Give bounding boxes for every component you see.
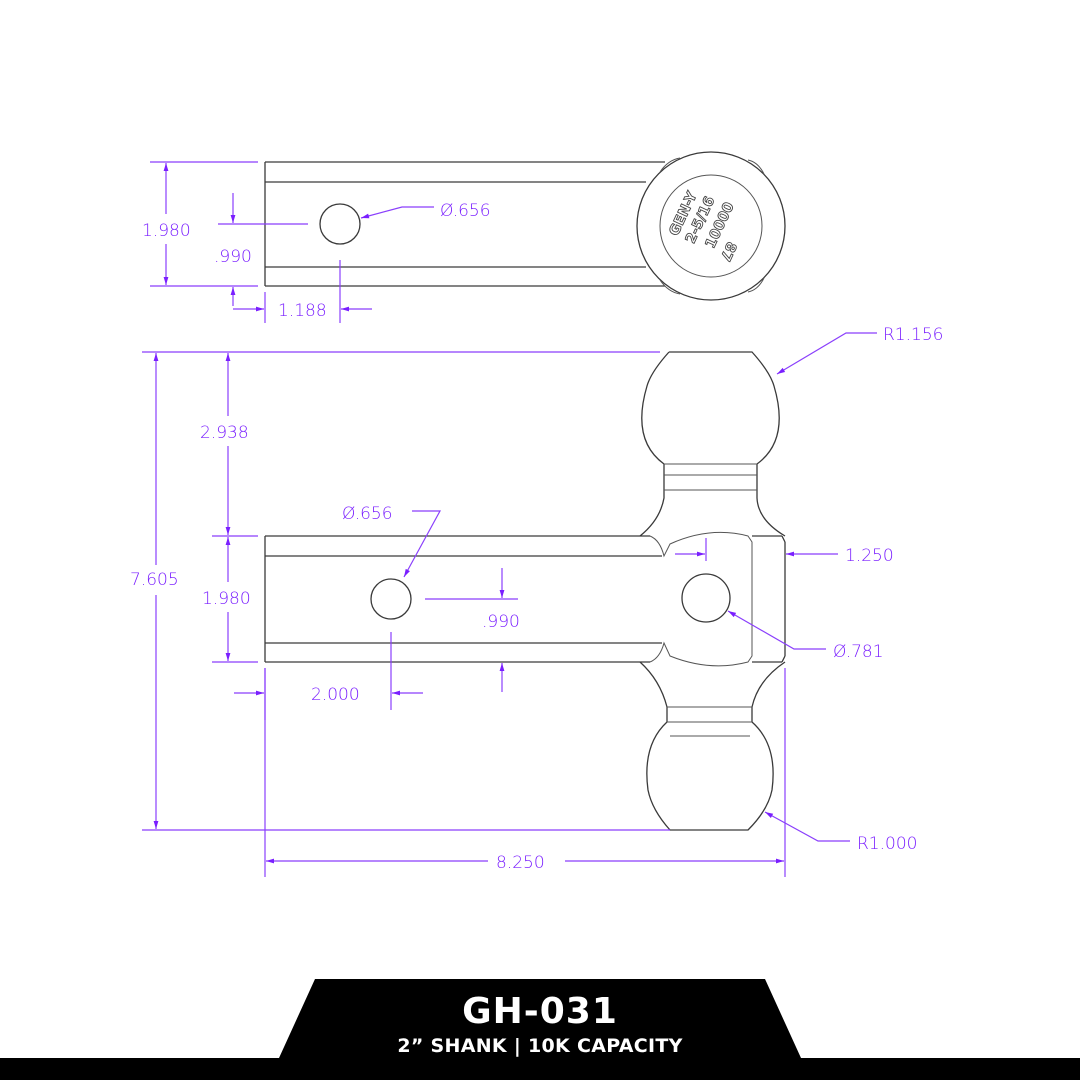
- dim-side-hole-center: .990: [425, 568, 520, 692]
- side-view: 7.605 2.938 1.980 Ø.656 .990: [130, 325, 943, 877]
- dim-overall-length: 8.250: [264, 668, 786, 877]
- dim-lower-ball-radius: R1.000: [764, 811, 917, 854]
- dim-label: Ø.656: [440, 201, 491, 221]
- dim-top-hole-center: .990: [214, 193, 308, 306]
- dim-mount-width: 1.250: [675, 538, 894, 566]
- dim-label: 1.188: [278, 301, 327, 321]
- dim-upper-ball-offset: 2.938: [200, 353, 249, 535]
- dim-shank-height: 1.980: [202, 535, 258, 663]
- dim-label: 1.250: [845, 546, 894, 566]
- dim-label: 8.250: [496, 853, 545, 873]
- dim-label: .990: [482, 612, 520, 632]
- dim-top-hole-diameter: Ø.656: [360, 201, 491, 221]
- product-subtitle: 2” SHANK | 10K CAPACITY: [397, 1035, 683, 1057]
- top-view: GEN-Y 2-5/16 10000 87 1.980 .990: [142, 151, 786, 323]
- title-banner: [0, 979, 1080, 1080]
- dim-label: Ø.656: [342, 504, 393, 524]
- dim-label: 1.980: [202, 589, 251, 609]
- dim-top-hole-offset: 1.188: [233, 260, 372, 323]
- dim-top-height: 1.980: [142, 161, 258, 287]
- dim-label: 7.605: [130, 570, 179, 590]
- dim-label: 2.938: [200, 423, 249, 443]
- dim-label: Ø.781: [833, 642, 884, 662]
- pin-hole: [681, 573, 731, 623]
- lower-ball: [639, 661, 786, 831]
- dim-upper-ball-radius: R1.156: [776, 325, 943, 375]
- dim-label: 2.000: [311, 685, 360, 705]
- shank-hole: [370, 578, 412, 620]
- top-view-hole: [319, 203, 361, 245]
- upper-ball: [639, 351, 786, 537]
- dim-label: .990: [214, 247, 252, 267]
- dim-side-hole-diameter: Ø.656: [342, 504, 442, 578]
- dim-label: 1.980: [142, 221, 191, 241]
- dim-overall-height: 7.605: [130, 351, 670, 831]
- dim-label: R1.000: [857, 834, 917, 854]
- dim-pin-hole-diameter: Ø.781: [727, 610, 884, 662]
- top-view-shank: [264, 161, 665, 287]
- top-view-ball: GEN-Y 2-5/16 10000 87: [636, 151, 786, 301]
- model-number: GH-031: [462, 991, 618, 1032]
- dim-side-hole-offset: 2.000: [234, 632, 423, 720]
- dim-label: R1.156: [883, 325, 943, 345]
- side-view-shank: [264, 531, 786, 667]
